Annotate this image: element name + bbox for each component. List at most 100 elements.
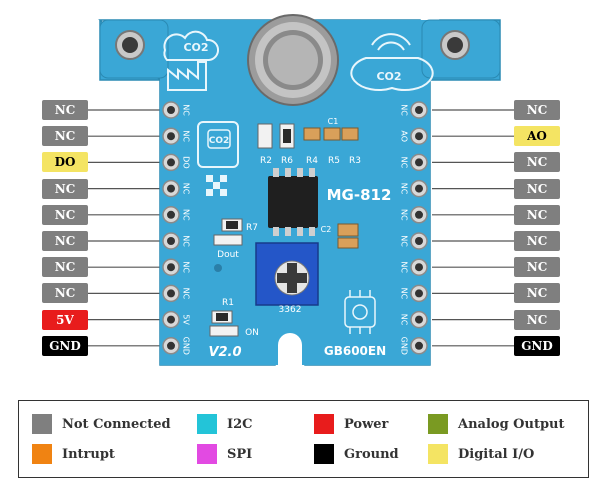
left-pin-hole — [167, 158, 175, 167]
legend-label: Power — [344, 416, 389, 432]
right-pin-label-nc: NC — [514, 178, 560, 199]
left-pin-hole — [167, 184, 175, 193]
right-pin-label-ao: AO — [514, 126, 560, 147]
left-pin-label-nc: NC — [42, 231, 88, 251]
right-pin-hole — [415, 237, 423, 245]
resistor-r4: R4 — [306, 156, 318, 166]
left-pin-hole — [167, 132, 175, 141]
version-label: V2.0 — [208, 345, 241, 360]
left-pad-label: GND — [182, 337, 191, 355]
via-hole — [214, 264, 222, 272]
legend-label: Not Connected — [62, 416, 171, 432]
legend-swatch — [32, 414, 52, 434]
co2-right-label: CO2 — [376, 70, 401, 83]
pot-label: 3362 — [279, 305, 302, 315]
right-pin-hole — [415, 158, 423, 167]
right-pin-hole — [415, 210, 423, 219]
dout-label: Dout — [217, 250, 239, 260]
legend-ground: Ground — [314, 444, 399, 464]
left-pin-label-nc: NC — [42, 100, 88, 120]
legend-swatch — [314, 444, 334, 464]
resistor-r5: R5 — [328, 156, 340, 166]
right-pin-hole — [415, 132, 423, 141]
legend-analog-output: Analog Output — [428, 414, 565, 434]
co2-chip-icon — [197, 121, 239, 196]
legend-spi: SPI — [197, 444, 252, 464]
right-pin-label-gnd: GND — [514, 335, 560, 356]
chip-pattern-icon — [344, 290, 376, 334]
right-pin-hole — [415, 289, 423, 298]
on-label: ON — [245, 328, 259, 338]
left-pin-label-gnd: GND — [42, 335, 88, 356]
right-pad-label: NC — [400, 183, 409, 195]
left-pin-label-do: DO — [42, 152, 88, 173]
left-pin-label-nc: NC — [42, 204, 88, 225]
resistor-r6: R6 — [281, 156, 293, 166]
right-pad-label: NC — [400, 314, 409, 326]
right-pin-label-nc: NC — [514, 100, 560, 120]
mount-hole-left-center — [122, 37, 138, 53]
chip-label: MG-812 — [327, 186, 392, 204]
left-pin-hole — [167, 106, 175, 114]
right-pad-label: NC — [400, 288, 409, 300]
left-pin-hole — [167, 341, 175, 350]
legend-label: Intrupt — [62, 446, 115, 462]
legend-i2c: I2C — [197, 414, 252, 434]
mount-hole-right-center — [447, 37, 463, 53]
legend-intrupt: Intrupt — [32, 444, 115, 464]
left-pin-hole — [167, 315, 175, 324]
legend-label: Ground — [344, 446, 399, 462]
potentiometer — [255, 242, 319, 306]
right-pad-label: AO — [400, 130, 409, 142]
left-pad-label: NC — [182, 104, 191, 116]
left-pin-hole — [167, 210, 175, 219]
right-pin-label-nc: NC — [514, 231, 560, 251]
bottom-notch — [278, 333, 302, 365]
factory-icon — [163, 30, 219, 91]
resistor-r2: R2 — [260, 156, 272, 166]
ic-chip — [268, 168, 318, 236]
dout-led — [213, 234, 243, 246]
legend-label: SPI — [227, 446, 253, 462]
right-pin-label-nc: NC — [514, 283, 560, 304]
left-pin-label-nc: NC — [42, 126, 88, 147]
co2-left-label: CO2 — [183, 41, 208, 54]
right-pin-label-nc: NC — [514, 257, 560, 278]
left-pin-label-nc: NC — [42, 257, 88, 278]
right-pin-label-nc: NC — [514, 309, 560, 330]
legend-not-connected: Not Connected — [32, 414, 171, 434]
legend-power: Power — [314, 414, 388, 434]
left-pad-label: NC — [182, 261, 191, 273]
co2-detector-icon — [350, 33, 434, 91]
resistor-r7-label: R7 — [246, 223, 258, 233]
resistor-r3: R3 — [349, 156, 361, 166]
right-pad-label: NC — [400, 157, 409, 169]
right-pin-hole — [415, 106, 423, 114]
co2-chip-label: CO2 — [209, 136, 230, 146]
power-led — [209, 325, 239, 337]
legend-swatch — [428, 444, 448, 464]
legend-swatch — [197, 414, 217, 434]
legend-label: Digital I/O — [458, 446, 535, 462]
left-pad-label: NC — [182, 183, 191, 195]
legend-label: I2C — [227, 416, 253, 432]
right-pin-label-nc: NC — [514, 152, 560, 173]
capacitor-c2-label: C2 — [321, 225, 332, 234]
gas-sensor — [247, 14, 339, 106]
right-pin-label-nc: NC — [514, 204, 560, 225]
left-pin-label-5v: 5V — [42, 309, 88, 330]
right-pin-hole — [415, 341, 423, 350]
left-pad-label: NC — [182, 235, 191, 247]
right-pad-label: NC — [400, 261, 409, 273]
left-pin-label-nc: NC — [42, 178, 88, 199]
legend-swatch — [197, 444, 217, 464]
right-pad-label: NC — [400, 235, 409, 247]
capacitor-c2 — [337, 223, 359, 237]
right-pin-hole — [415, 315, 423, 324]
right-pad-label: NC — [400, 209, 409, 221]
left-pad-label: NC — [182, 209, 191, 221]
legend-swatch — [314, 414, 334, 434]
legend-label: Analog Output — [458, 416, 565, 432]
resistor-r7-body — [226, 221, 238, 229]
